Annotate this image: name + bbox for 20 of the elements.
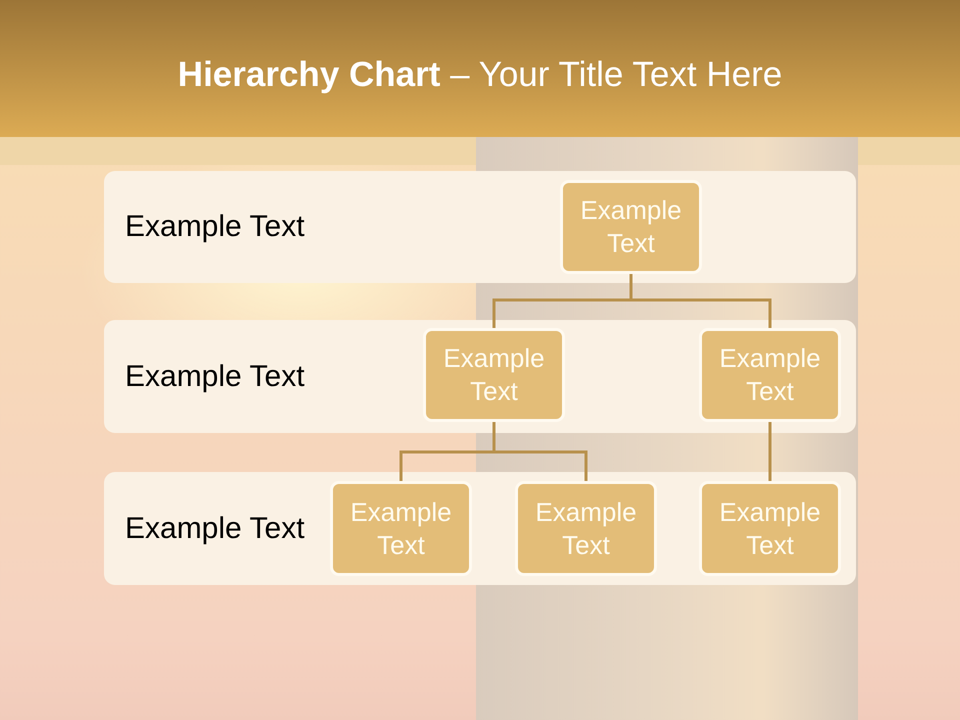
row-label: Example Text [125, 358, 305, 394]
box-label: Example Text [534, 496, 638, 562]
org-chart-box [699, 481, 841, 576]
org-chart-box [330, 481, 472, 576]
connector-line [768, 422, 772, 481]
org-chart-box [515, 481, 657, 576]
row-band [104, 320, 856, 433]
row-label: Example Text [125, 209, 305, 245]
org-chart-box [423, 328, 565, 422]
org-chart-box [560, 180, 702, 274]
box-label: Example Text [718, 496, 822, 562]
row-band [104, 171, 856, 283]
org-chart-box [699, 328, 841, 422]
box-label: Example Text [718, 342, 822, 408]
row-band [104, 472, 856, 585]
box-label: Example Text [579, 194, 683, 260]
box-label: Example Text [442, 342, 546, 408]
box-label: Example Text [349, 496, 453, 562]
row-label: Example Text [125, 510, 305, 546]
slide-title: Hierarchy Chart – Your Title Text Here [178, 55, 782, 94]
